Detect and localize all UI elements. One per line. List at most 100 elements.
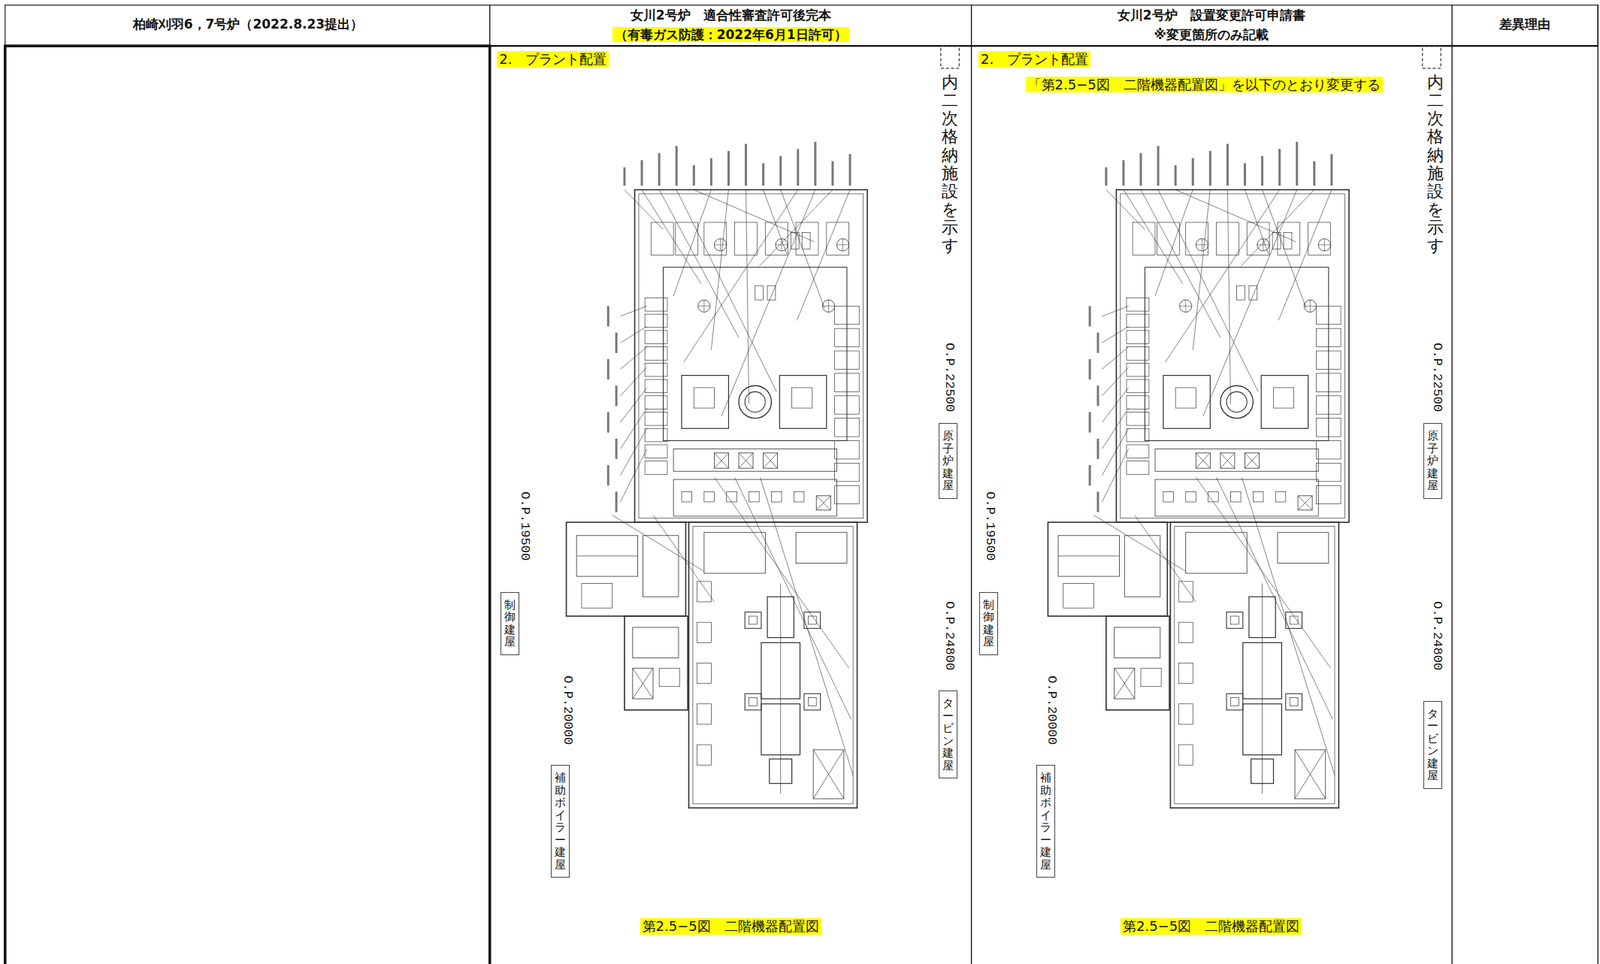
reactor-building-outline	[1116, 190, 1349, 524]
equipment-box	[744, 612, 762, 630]
equipment-box	[659, 668, 680, 687]
room	[644, 297, 668, 312]
room	[834, 305, 860, 324]
plan-line	[1220, 453, 1235, 469]
building-name: タービン建屋	[1427, 707, 1439, 783]
equipment-box	[1140, 668, 1162, 687]
plan-line	[1185, 299, 1186, 312]
leader-line	[1244, 190, 1268, 255]
equipment-box	[744, 693, 762, 711]
room	[1126, 347, 1150, 361]
tiny-label-mark	[623, 167, 626, 186]
equipment-box	[1178, 581, 1193, 602]
plan-line	[1114, 668, 1135, 699]
wall-outline	[1230, 698, 1239, 707]
plan-line	[1195, 453, 1210, 469]
turbine-building-outline	[1170, 522, 1339, 808]
room	[644, 444, 668, 459]
building-name: 制御建屋	[982, 598, 995, 649]
elevation: O.P.24800	[941, 601, 957, 671]
tiny-label-mark	[1209, 151, 1212, 186]
building-name-box: 補助ボイラー建屋	[550, 765, 570, 878]
building-name-box: 原子炉建屋	[1423, 423, 1443, 500]
turbine-casing	[1243, 704, 1283, 756]
tank	[1237, 285, 1246, 300]
room	[650, 222, 674, 255]
room	[673, 479, 837, 517]
tank	[755, 285, 764, 300]
plan-line	[738, 453, 754, 469]
leader-line	[1155, 190, 1193, 297]
pool	[1163, 375, 1210, 430]
room	[795, 532, 847, 564]
room	[1316, 373, 1342, 392]
legend-note: 内二次格納施設を示す	[1427, 73, 1444, 256]
building-name-box: タービン建屋	[1423, 701, 1443, 790]
figure-caption: 第2.5−5図 二階機器配置図	[1120, 918, 1302, 935]
leader-line	[1140, 190, 1221, 339]
room	[1316, 485, 1342, 504]
table-grid	[5, 5, 1598, 964]
room	[1063, 583, 1095, 609]
equipment-box	[696, 581, 711, 602]
wall-outline	[693, 387, 714, 409]
tiny-label-mark	[1295, 142, 1298, 186]
room	[1316, 328, 1342, 347]
plan-line	[842, 238, 844, 252]
leader-line	[620, 428, 648, 475]
building-name: 制御建屋	[504, 598, 516, 649]
leader-line	[620, 305, 648, 317]
leader-line	[1094, 515, 1186, 572]
reactor-building-outline	[635, 190, 869, 524]
plan-line	[703, 299, 705, 312]
leader-line	[1278, 190, 1332, 321]
column-header: 女川2号炉 適合性審査許可後完本	[630, 7, 832, 23]
room	[1126, 411, 1150, 426]
tiny-label-mark	[813, 142, 817, 186]
plan-line	[713, 453, 729, 469]
tiny-label-mark	[1140, 153, 1143, 186]
change-note: 「第2.5−5図 二階機器配置図」を以下のとおり変更する	[1025, 76, 1383, 94]
column-rule	[1597, 5, 1599, 964]
column-rule	[1451, 5, 1452, 964]
reactor-well	[1220, 385, 1253, 418]
tiny-label-mark	[615, 385, 618, 406]
room	[834, 418, 860, 437]
plan-line	[1324, 238, 1325, 252]
room	[834, 396, 860, 415]
turbine-casing	[761, 704, 801, 756]
turbine-casing	[761, 642, 801, 699]
leader-line	[1101, 347, 1129, 370]
plan-line	[1297, 496, 1313, 511]
plan-line	[1220, 453, 1235, 469]
equipment-box	[1163, 491, 1174, 503]
column-header: （有毒ガス防護：2022年6月1日許可）	[612, 27, 850, 43]
equipment-box	[1285, 693, 1303, 711]
tiny-label-mark	[1330, 154, 1333, 186]
equipment-circle	[1179, 299, 1192, 312]
leader-line	[759, 190, 833, 267]
room	[644, 428, 668, 442]
tiny-label-mark	[744, 143, 748, 186]
wall-outline	[749, 698, 758, 707]
column-rule	[970, 5, 972, 964]
room	[644, 362, 668, 377]
room	[834, 373, 860, 392]
reactor-well	[744, 391, 766, 412]
equipment-box	[804, 693, 821, 711]
tiny-label-mark	[607, 305, 610, 327]
leader-line	[659, 190, 739, 339]
room	[734, 222, 758, 255]
room	[1155, 479, 1319, 517]
tiny-label-mark	[762, 163, 765, 186]
leader-line	[1106, 190, 1146, 230]
equipment-box	[1195, 453, 1210, 469]
tiny-label-mark	[849, 154, 852, 186]
room	[644, 411, 668, 426]
equipment-circle	[836, 238, 849, 252]
equipment-box	[1178, 662, 1193, 684]
floor-plan	[1047, 45, 1441, 808]
room	[1157, 222, 1180, 255]
tiny-label-mark	[1261, 156, 1264, 186]
